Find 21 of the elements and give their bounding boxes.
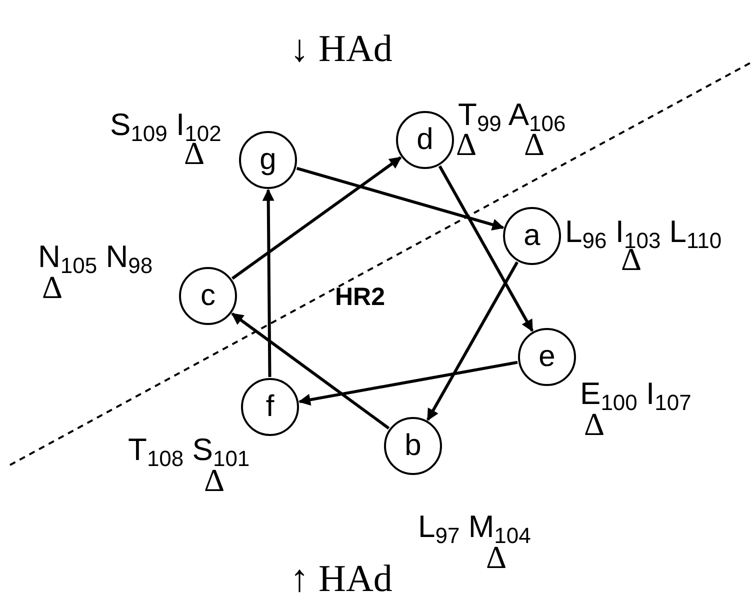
position-letter: d [416, 125, 434, 155]
wheel-label: HR2 [335, 285, 386, 310]
residue-label: L$_{97}$ M$_{104}$ [418, 510, 531, 548]
position-letter: e [538, 342, 556, 372]
position-letter: b [404, 431, 422, 461]
direction-label: ↓ HAd [290, 30, 392, 68]
position-letter: g [260, 145, 276, 175]
arrow [438, 165, 534, 332]
arrow [231, 156, 402, 280]
residue-label: T$_{108}$ S$_{101}$ [128, 433, 250, 471]
position-letter: f [266, 392, 274, 422]
direction-label: ↑ HAd [290, 560, 392, 598]
arrow [231, 312, 390, 430]
arrow [298, 360, 518, 406]
arrow [426, 261, 519, 421]
arrow [262, 188, 274, 378]
position-letter: c [200, 281, 216, 311]
arrow [296, 166, 504, 230]
delta-mark: Δ [456, 128, 477, 160]
residue-label: E$_{100}$ I$_{107}$ [580, 377, 692, 415]
position-letter: a [524, 221, 540, 251]
